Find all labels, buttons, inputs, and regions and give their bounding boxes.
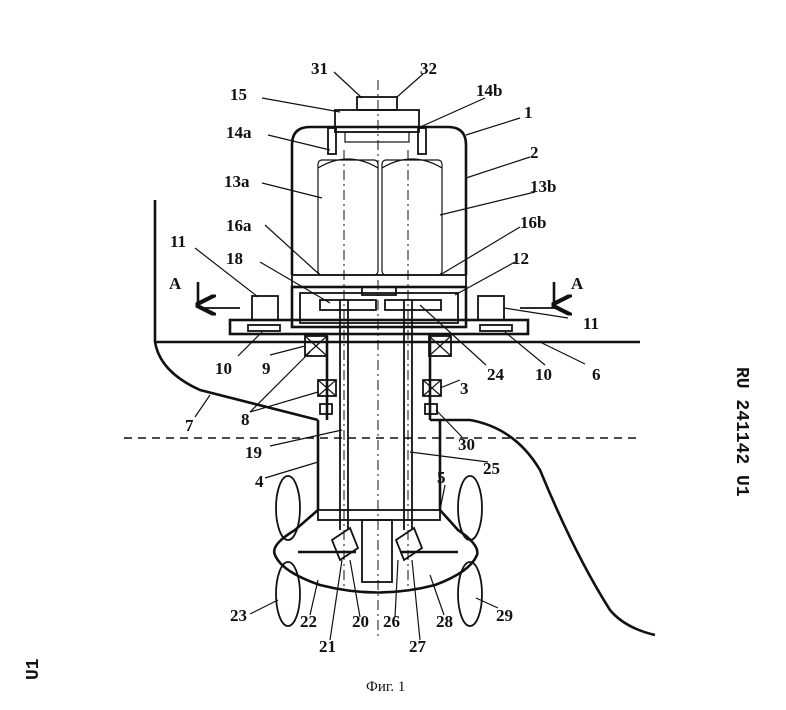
label-29: 29 <box>496 606 513 625</box>
label-23: 23 <box>230 606 247 625</box>
label-22: 22 <box>300 612 317 631</box>
motor-housing <box>290 96 468 288</box>
label-8: 8 <box>241 410 250 429</box>
label-21: 21 <box>319 637 336 656</box>
label-15: 15 <box>230 85 247 104</box>
label-6: 6 <box>592 365 601 384</box>
label-25: 25 <box>483 459 500 478</box>
label-12: 12 <box>512 249 529 268</box>
side-text-right: RU 241142 U1 <box>731 367 751 497</box>
hull-outline <box>153 200 656 637</box>
label-13a: 13a <box>224 172 250 191</box>
label-30: 30 <box>458 435 475 454</box>
label-10-left: 10 <box>215 359 232 378</box>
label-1: 1 <box>524 103 533 122</box>
label-10-right: 10 <box>535 365 552 384</box>
label-20: 20 <box>352 612 369 631</box>
labels: 31 32 15 14b 1 14a 2 13a 13b 16a 16b 11 … <box>169 59 601 656</box>
label-11-right: 11 <box>583 314 599 333</box>
label-5: 5 <box>437 468 446 487</box>
side-text-left: U1 <box>24 658 44 680</box>
leader-lines <box>194 71 586 641</box>
label-19: 19 <box>245 443 262 462</box>
label-24: 24 <box>487 365 505 384</box>
label-28: 28 <box>436 612 453 631</box>
label-26: 26 <box>383 612 400 631</box>
label-7: 7 <box>185 416 194 435</box>
label-9: 9 <box>262 359 271 378</box>
label-14a: 14a <box>226 123 252 142</box>
label-A-left: A <box>169 274 182 293</box>
label-31: 31 <box>311 59 328 78</box>
label-16a: 16a <box>226 216 252 235</box>
label-16b: 16b <box>520 213 546 232</box>
label-A-right: A <box>571 274 584 293</box>
figure-caption: Фиг. 1 <box>366 679 405 695</box>
label-13b: 13b <box>530 177 556 196</box>
column <box>316 80 442 640</box>
label-11-left: 11 <box>170 232 186 251</box>
label-14b: 14b <box>476 81 502 100</box>
label-4: 4 <box>255 472 264 491</box>
propellers <box>275 475 483 627</box>
label-18: 18 <box>226 249 243 268</box>
label-32: 32 <box>420 59 437 78</box>
gondola <box>272 509 479 594</box>
label-27: 27 <box>409 637 427 656</box>
label-3: 3 <box>460 379 469 398</box>
mounting-plates <box>198 282 560 336</box>
label-2: 2 <box>530 143 539 162</box>
